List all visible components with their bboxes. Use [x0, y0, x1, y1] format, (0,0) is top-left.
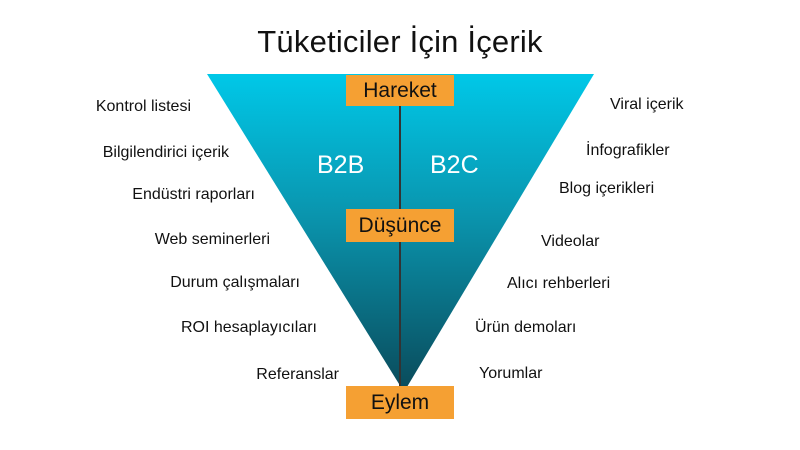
b2b-item: Bilgilendirici içerik	[102, 144, 229, 161]
stage-dusunce-box: Düşünce	[346, 209, 454, 242]
b2c-label: B2C	[430, 151, 479, 179]
b2b-item: Durum çalışmaları	[170, 274, 300, 291]
b2c-item: Viral içerik	[610, 96, 684, 113]
b2c-item: Yorumlar	[479, 365, 543, 382]
stage-hareket-box: Hareket	[346, 75, 454, 106]
b2b-item: Web seminerleri	[154, 231, 270, 248]
b2c-item: Videolar	[541, 233, 600, 250]
b2c-item: İnfografikler	[586, 142, 670, 159]
stage-eylem-box: Eylem	[346, 386, 454, 419]
b2b-item: Referanslar	[256, 366, 339, 383]
b2b-label: B2B	[317, 151, 365, 179]
b2b-item: Endüstri raporları	[132, 186, 255, 203]
diagram-title: Tüketiciler İçin İçerik	[257, 24, 543, 59]
b2b-item: Kontrol listesi	[95, 98, 191, 115]
b2c-item: Alıcı rehberleri	[507, 275, 611, 292]
b2b-item: ROI hesaplayıcıları	[180, 319, 317, 336]
b2c-item: Ürün demoları	[475, 319, 577, 336]
b2c-item: Blog içerikleri	[559, 180, 655, 197]
